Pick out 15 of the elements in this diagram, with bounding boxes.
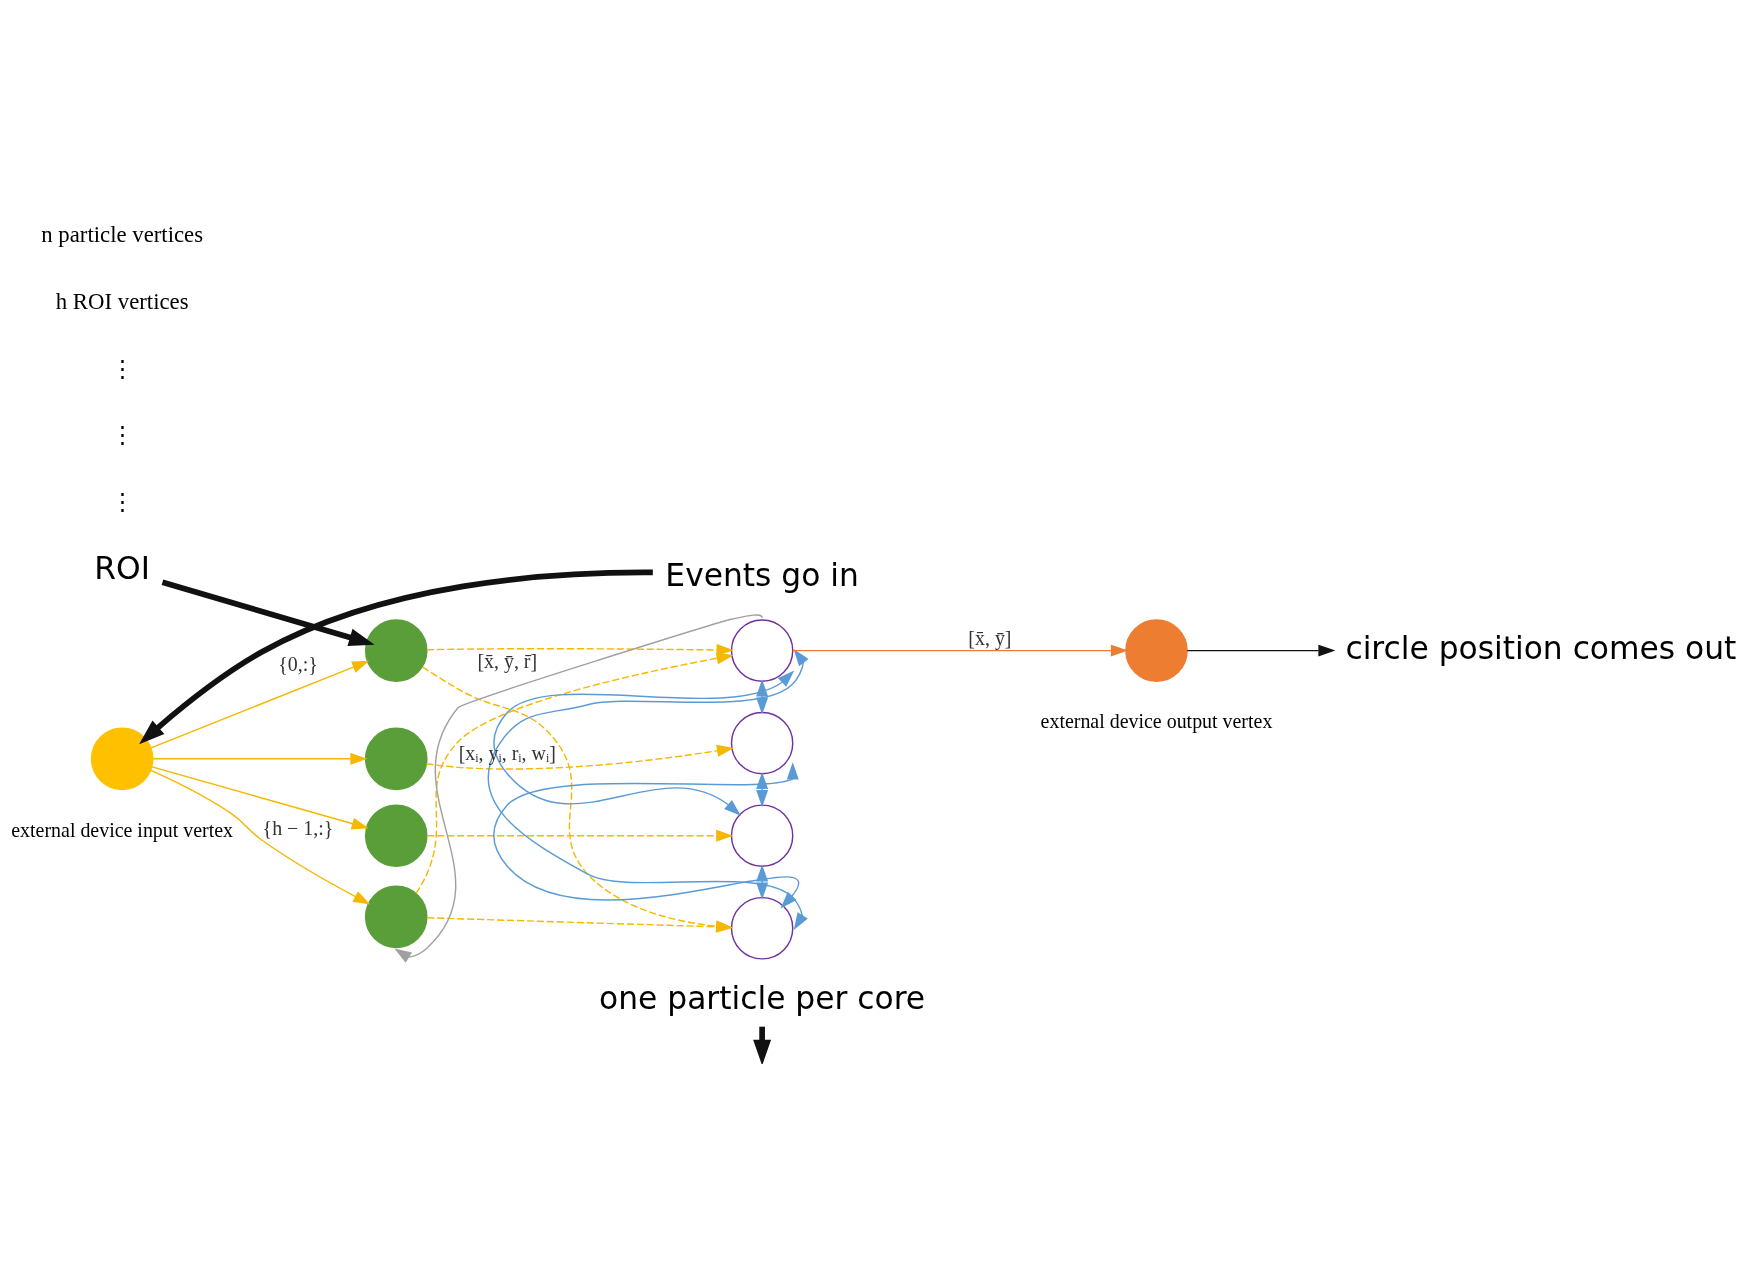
node-text: ROI	[94, 549, 150, 586]
node-text: one particle per core	[599, 979, 926, 1016]
label: h ROI vertices	[55, 288, 189, 314]
node-label: external device output vertex	[1040, 710, 1273, 733]
edge-label: [x̄, ȳ, r̄]	[477, 649, 538, 672]
edge-label: [x̄, ȳ]	[968, 627, 1012, 650]
label: ⋮	[110, 355, 134, 381]
label: n particle vertices	[41, 221, 204, 247]
node-text: Events go in	[665, 556, 859, 593]
edge-label: {0,:}	[278, 652, 318, 675]
node-text: circle position comes out	[1345, 629, 1737, 666]
edge-label: {h − 1,:}	[262, 816, 334, 839]
label: ⋮	[110, 489, 134, 515]
label: ⋮	[110, 422, 134, 448]
node-label: external device input vertex	[11, 818, 234, 841]
